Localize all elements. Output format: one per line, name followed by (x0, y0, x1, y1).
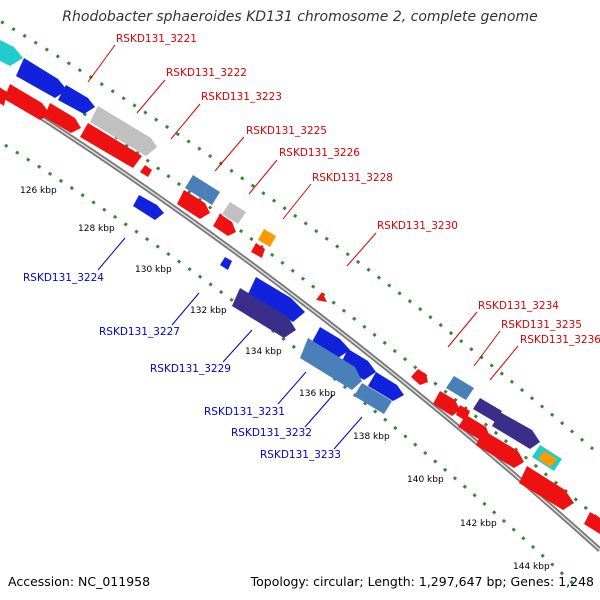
callout-line (97, 237, 126, 271)
gene-arrow (4, 84, 50, 120)
callout-line (333, 416, 363, 450)
gene-arrow (258, 229, 276, 247)
gene-label[interactable]: RSKD131_3231 (204, 406, 285, 418)
gene-arrow (232, 288, 296, 338)
scale-label: 126 kbp (20, 186, 57, 196)
gene-arrow (80, 123, 142, 168)
scale-label: 142 kbp (460, 519, 497, 529)
genome-backbone-highlight (0, 90, 600, 551)
scale-label: 144 kbp (513, 562, 550, 572)
gene-arrow (213, 214, 236, 236)
callout-line (346, 232, 377, 267)
callout-line (248, 159, 278, 195)
gene-label[interactable]: RSKD131_3230 (377, 220, 458, 232)
gene-label[interactable]: RSKD131_3223 (201, 91, 282, 103)
gene-arrow (312, 327, 350, 358)
gene-arrow (222, 202, 246, 224)
gene-arrow (538, 451, 557, 467)
gene-arrow (16, 58, 67, 98)
callout-line (214, 136, 245, 172)
gene-arrow (0, 40, 23, 66)
gene-arrow (251, 243, 265, 258)
gene-label[interactable]: RSKD131_3236 (520, 334, 600, 346)
gene-arrow (0, 87, 7, 106)
scale-label: 140 kbp (407, 475, 444, 485)
gene-arrow (133, 195, 164, 220)
gene-label[interactable]: RSKD131_3228 (312, 172, 393, 184)
scale-label: 130 kbp (135, 265, 172, 275)
gene-labels-bottom: RSKD131_3224 RSKD131_3227 RSKD131_3229 R… (23, 272, 341, 461)
scale-label: 138 kbp (353, 432, 390, 442)
callout-line (489, 345, 519, 381)
gene-arrow (140, 165, 152, 177)
gene-features (0, 40, 600, 534)
map-title: Rhodobacter sphaeroides KD131 chromosome… (62, 9, 538, 25)
gene-arrow (354, 383, 392, 414)
gene-arrow (177, 190, 210, 219)
callout-line (304, 394, 334, 428)
scale-label: 134 kbp (245, 347, 282, 357)
callout-line (473, 330, 501, 367)
gene-label[interactable]: RSKD131_3222 (166, 67, 247, 79)
gene-arrow (584, 512, 600, 534)
scale-labels: 126 kbp 128 kbp 130 kbp 132 kbp 134 kbp … (20, 186, 550, 572)
gene-label[interactable]: RSKD131_3234 (478, 300, 559, 312)
scale-label: 136 kbp (299, 389, 336, 399)
gene-arrow (90, 106, 157, 156)
callout-line (222, 329, 253, 363)
gene-arrow (185, 175, 220, 205)
gene-arrow (476, 430, 524, 468)
gene-label[interactable]: RSKD131_3229 (150, 363, 231, 375)
gene-arrow (492, 412, 540, 449)
gene-label[interactable]: RSKD131_3221 (116, 33, 197, 45)
gene-arrow (220, 257, 232, 270)
gene-label[interactable]: RSKD131_3227 (99, 326, 180, 338)
callout-line (170, 103, 201, 140)
gene-label[interactable]: RSKD131_3235 (501, 319, 582, 331)
gene-arrow (316, 292, 327, 302)
callout-line (277, 371, 307, 405)
gene-labels-top: RSKD131_3221 RSKD131_3222 RSKD131_3223 R… (116, 33, 600, 346)
gene-arrow (44, 103, 81, 133)
callout-line (136, 79, 166, 114)
callout-line (171, 292, 200, 326)
gene-label[interactable]: RSKD131_3232 (231, 427, 312, 439)
callout-lines (87, 44, 519, 450)
gene-arrow (248, 277, 305, 322)
callout-line (87, 44, 116, 83)
callout-line (447, 311, 478, 348)
gene-label[interactable]: RSKD131_3225 (246, 125, 327, 137)
gene-arrow (368, 372, 404, 401)
genome-stats-text: Topology: circular; Length: 1,297,647 bp… (250, 574, 594, 589)
scale-label: 128 kbp (78, 224, 115, 234)
gene-arrow (58, 85, 95, 114)
gene-arrow (300, 338, 362, 390)
gene-arrow (446, 376, 474, 400)
scale-label: 132 kbp (190, 306, 227, 316)
callout-line (282, 183, 312, 220)
gene-label[interactable]: RSKD131_3233 (260, 449, 341, 461)
gene-arrow (340, 349, 376, 380)
gene-arrow (411, 369, 428, 385)
accession-text: Accession: NC_011958 (8, 574, 151, 589)
gene-arrow (473, 398, 502, 422)
gene-arrow (519, 466, 574, 510)
gene-label[interactable]: RSKD131_3224 (23, 272, 104, 284)
gene-arrow (433, 391, 460, 416)
gene-label[interactable]: RSKD131_3226 (279, 147, 360, 159)
